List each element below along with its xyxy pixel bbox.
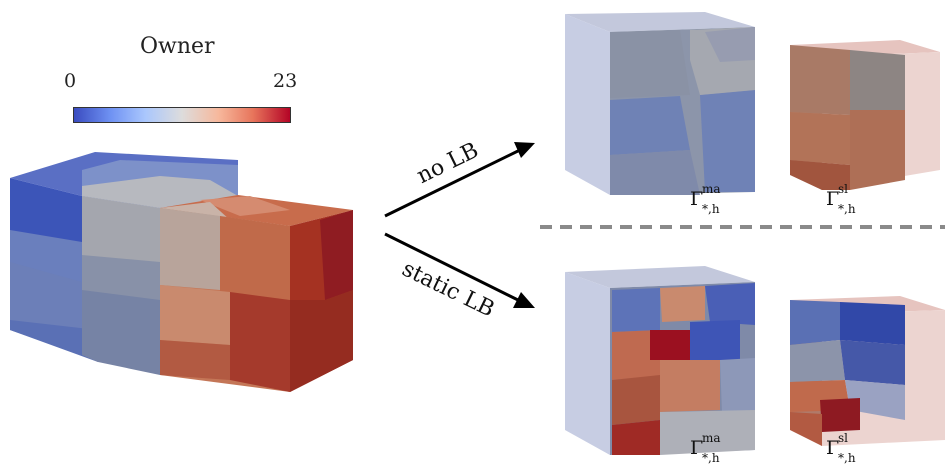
gamma-sub: *,h: [838, 202, 856, 216]
gamma-symbol: Γ: [690, 437, 704, 459]
colorbar: [73, 107, 291, 123]
gamma-sup: ma: [702, 431, 721, 445]
top-master-cube: [565, 12, 755, 195]
gamma-sup: sl: [838, 182, 848, 196]
top-slave-cube: [790, 40, 940, 190]
left-master-block: [10, 152, 238, 375]
gamma-symbol: Γ: [826, 188, 840, 210]
colorbar-max-label: 23: [273, 70, 298, 92]
gamma-sub: *,h: [702, 202, 720, 216]
colorbar-min-label: 0: [64, 70, 77, 92]
gamma-sup: sl: [838, 431, 848, 445]
gamma-symbol: Γ: [826, 437, 840, 459]
left-slave-block: [160, 195, 353, 392]
gamma-sup: ma: [702, 182, 721, 196]
gamma-sub: *,h: [838, 451, 856, 465]
bottom-slave-cube: [790, 296, 945, 446]
arrow-no-lb: [384, 142, 535, 218]
arrow-static-lb: [384, 232, 535, 308]
bottom-master-cube: [565, 266, 755, 455]
gamma-symbol: Γ: [690, 188, 704, 210]
gamma-sub: *,h: [702, 451, 720, 465]
colorbar-title: Owner: [140, 34, 215, 59]
